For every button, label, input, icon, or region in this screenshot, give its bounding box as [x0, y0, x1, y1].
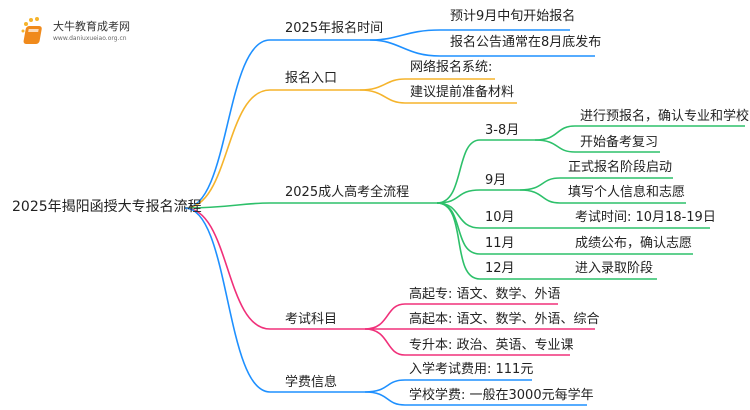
leaf: 正式报名阶段启动	[568, 160, 673, 175]
branch-full-process: 2025成人高考全流程	[285, 185, 410, 200]
connector	[436, 189, 520, 204]
connector	[364, 303, 558, 330]
leaf: 报名公告通常在8月底发布	[450, 35, 602, 50]
branch-exam-subjects: 考试科目	[285, 312, 338, 327]
connector	[359, 89, 517, 104]
branch-fees: 学费信息	[285, 375, 338, 390]
connector	[184, 207, 365, 393]
month-node: 9月	[485, 173, 507, 188]
leaf: 考试时间: 10月18-19日	[575, 210, 716, 225]
connector	[369, 29, 570, 41]
root-node: 2025年揭阳函授大专报名流程	[12, 199, 202, 215]
leaf: 高起本: 语文、数学、外语、综合	[409, 312, 600, 327]
logo-url: www.daniuxueiao.org.cn	[53, 35, 127, 42]
leaf: 网络报名系统:	[410, 60, 493, 75]
connector	[364, 391, 587, 406]
month-node: 10月	[485, 210, 515, 225]
month-node: 11月	[485, 236, 515, 251]
leaf: 专升本: 政治、英语、专业课	[409, 338, 574, 353]
connector	[519, 177, 673, 191]
leaf: 预计9月中旬开始报名	[450, 9, 576, 24]
connector	[364, 379, 532, 393]
book-icon	[21, 17, 42, 44]
connector	[436, 139, 535, 204]
connector	[519, 189, 686, 204]
connector	[534, 125, 745, 141]
leaf: 建议提前准备材料	[410, 85, 515, 100]
connector	[184, 39, 370, 209]
leaf: 学校学费: 一般在3000元每学年	[409, 388, 594, 403]
connector	[184, 202, 437, 209]
connector	[184, 207, 365, 330]
connector	[184, 89, 360, 209]
month-node: 3-8月	[485, 123, 520, 138]
connector	[534, 139, 660, 153]
logo: 大牛教育成考网 www.daniuxueiao.org.cn	[20, 16, 150, 48]
leaf: 成绩公布，确认志愿	[575, 236, 693, 251]
leaf: 填写个人信息和志愿	[568, 185, 686, 200]
logo-name: 大牛教育成考网	[53, 20, 130, 33]
connector	[364, 328, 570, 356]
month-node: 12月	[485, 261, 515, 276]
connector	[436, 202, 657, 280]
leaf: 进入录取阶段	[575, 261, 654, 276]
leaf: 进行预报名，确认专业和学校	[580, 109, 750, 124]
leaf: 开始备考复习	[580, 135, 659, 150]
leaf: 高起专: 语文、数学、外语	[409, 287, 561, 302]
branch-registration-time: 2025年报名时间	[285, 21, 384, 36]
branch-registration-entry: 报名入口	[285, 71, 338, 86]
connector	[369, 39, 595, 57]
leaf: 入学考试费用: 111元	[409, 362, 534, 377]
